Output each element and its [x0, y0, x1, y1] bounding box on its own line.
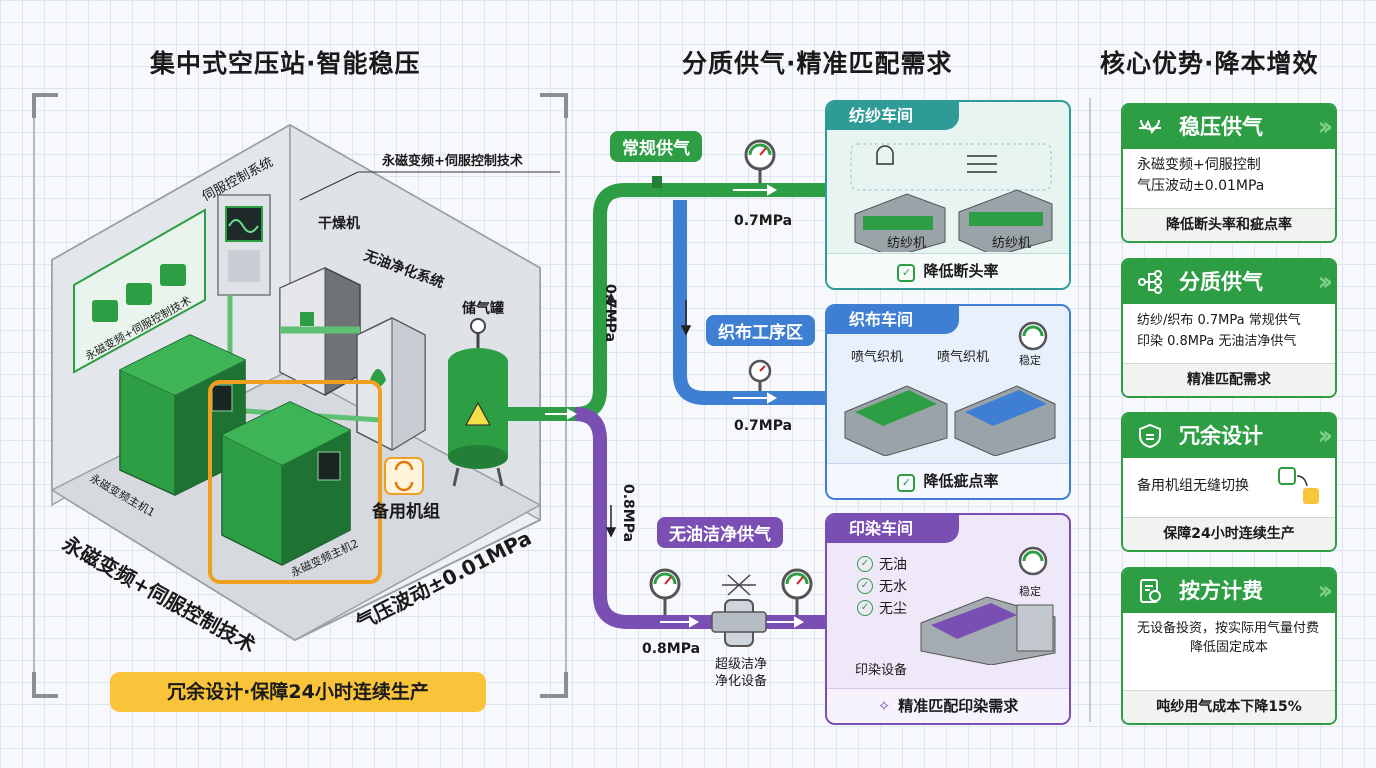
- card-body-line: 永磁变频+伺服控制: [1137, 157, 1261, 173]
- backup-label: 备用机组: [372, 502, 440, 522]
- top-callout: 永磁变频+伺服控制技术: [382, 154, 523, 169]
- purple-vertical-pressure: 0.8MPa: [620, 484, 636, 543]
- printing-gauge-label: 稳定: [1019, 585, 1041, 598]
- advantage-card-stable: 稳压供气 ›› 永磁变频+伺服控制 气压波动±0.01MPa 降低断头率和疵点率: [1121, 103, 1337, 243]
- redundancy-banner: 冗余设计·保障24小时连续生产: [110, 672, 486, 712]
- chevron-icon: ››: [1317, 576, 1334, 606]
- tank-label: 储气罐: [462, 301, 504, 317]
- weaving-workshop: 织布车间 喷气织机 喷气织机 稳定 ✓ 降低疵点率: [825, 304, 1071, 500]
- left-header: 集中式空压站·智能稳压: [150, 49, 421, 78]
- card-header: 按方计费 ››: [1123, 569, 1335, 613]
- advantage-card-billing: 按方计费 ›› 无设备投资，按实际用气量付费 降低固定成本 吨纱用气成本下降15…: [1121, 567, 1337, 725]
- chevron-icon: ››: [1317, 421, 1334, 451]
- card-header: 分质供气 ››: [1123, 260, 1335, 304]
- right-header: 核心优势·降本增效: [1100, 49, 1319, 78]
- advantage-card-redundancy: 冗余设计 ›› 备用机组无缝切换 保障24小时连续生产: [1121, 412, 1337, 552]
- check-icon: ✓: [857, 600, 873, 616]
- check-icon: ✓: [857, 556, 873, 572]
- chevron-icon: ››: [1317, 112, 1334, 142]
- shield-icon: [1139, 423, 1161, 449]
- check-oilfree: ✓无油: [857, 553, 907, 575]
- weaving-machine-2: 喷气织机: [937, 350, 990, 365]
- check-waterfree: ✓无水: [857, 575, 907, 597]
- spinning-title: 纺纱车间: [827, 102, 959, 130]
- purple-pipe: [574, 407, 832, 629]
- chevron-icon: ››: [1317, 267, 1334, 297]
- printing-equipment-label: 印染设备: [855, 663, 908, 678]
- printing-workshop: 印染车间 ✓无油 ✓无水 ✓无尘 稳定 印染设备 ✧ 精准匹配印染需求: [825, 513, 1071, 725]
- card-footer: 保障24小时连续生产: [1123, 517, 1335, 550]
- purifier-device-label: 超级洁净 净化设备: [714, 657, 767, 689]
- spinning-workshop: 纺纱车间 纺纱机 纺纱机 ✓ 降低断头率: [825, 100, 1071, 290]
- card-body-line: 无设备投资，按实际用气量付费: [1137, 621, 1320, 636]
- oilfree-supply-tag: 无油洁净供气: [657, 517, 783, 548]
- main-unit-2: [221, 401, 351, 566]
- gauge-printing-in: [649, 568, 681, 615]
- spinning-machine-1: 纺纱机: [887, 236, 927, 251]
- gauge-spinning: [744, 139, 776, 183]
- control-cabinet: [217, 194, 271, 296]
- card-header: 稳压供气 ››: [1123, 105, 1335, 149]
- super-clean-purifier: [711, 574, 767, 647]
- printing-result-text: 精准匹配印染需求: [898, 697, 1019, 715]
- weaving-result: ✓ 降低疵点率: [827, 463, 1069, 498]
- spinning-result: ✓ 降低断头率: [827, 253, 1069, 288]
- backup-icon: [384, 457, 424, 495]
- spinning-result-text: 降低断头率: [923, 262, 999, 280]
- check-dustfree: ✓无尘: [857, 597, 907, 619]
- printing-result: ✧ 精准匹配印染需求: [827, 688, 1069, 723]
- printing-pressure: 0.8MPa: [642, 641, 701, 657]
- regular-supply-tag: 常规供气: [610, 131, 702, 162]
- gauge-printing-out: [781, 568, 813, 615]
- check-icon: ✓: [857, 578, 873, 594]
- drop-sparkle-icon: ✧: [877, 697, 891, 715]
- spinning-pressure: 0.7MPa: [734, 213, 793, 229]
- weaving-result-text: 降低疵点率: [923, 472, 999, 490]
- station-frame: [32, 93, 568, 698]
- heartbeat-icon: [1139, 119, 1161, 135]
- card-body-line: 纺纱/织布 0.7MPa 常规供气: [1137, 313, 1301, 328]
- switch-icon: [1278, 467, 1319, 504]
- spinning-machines: [850, 143, 1053, 252]
- advantage-card-quality: 分质供气 ›› 纺纱/织布 0.7MPa 常规供气 印染 0.8MPa 无油洁净…: [1121, 258, 1337, 398]
- card-footer: 降低断头率和疵点率: [1123, 208, 1335, 241]
- purifier-unit: [356, 317, 426, 451]
- wall-panel: [73, 208, 206, 374]
- weaving-title: 织布车间: [827, 306, 959, 334]
- air-tank: [448, 318, 508, 487]
- bill-icon: [1140, 579, 1161, 603]
- card-body-line: 印染 0.8MPa 无油洁净供气: [1137, 334, 1297, 349]
- card-body-line: 降低固定成本: [1189, 640, 1268, 655]
- green-vertical-pressure: 0.7MPa: [602, 284, 618, 343]
- check-shield-icon: ✓: [897, 474, 916, 492]
- weaving-machine-1: 喷气织机: [851, 350, 904, 365]
- spinning-machine-2: 纺纱机: [992, 236, 1032, 251]
- dryer-label: 干燥机: [318, 216, 360, 232]
- weaving-gauge-label: 稳定: [1019, 354, 1041, 367]
- card-footer: 精准匹配需求: [1123, 363, 1335, 396]
- printing-machine: [920, 546, 1056, 665]
- branch-icon: [1138, 270, 1162, 294]
- check-shield-icon: ✓: [897, 264, 916, 282]
- printing-checks: ✓无油 ✓无水 ✓无尘: [857, 553, 907, 619]
- printing-title: 印染车间: [827, 515, 959, 543]
- card-footer: 吨纱用气成本下降15%: [1123, 690, 1335, 723]
- card-header: 冗余设计 ››: [1123, 414, 1335, 458]
- weaving-zone-tag: 织布工序区: [706, 315, 815, 346]
- card-body-line: 备用机组无缝切换: [1137, 477, 1249, 494]
- blue-pipe: [673, 200, 832, 405]
- weaving-pressure: 0.7MPa: [734, 418, 793, 434]
- middle-header: 分质供气·精准匹配需求: [682, 49, 953, 78]
- weaving-machines: [844, 321, 1056, 456]
- card-body-line: 气压波动±0.01MPa: [1137, 178, 1265, 194]
- gauge-weaving: [748, 359, 772, 391]
